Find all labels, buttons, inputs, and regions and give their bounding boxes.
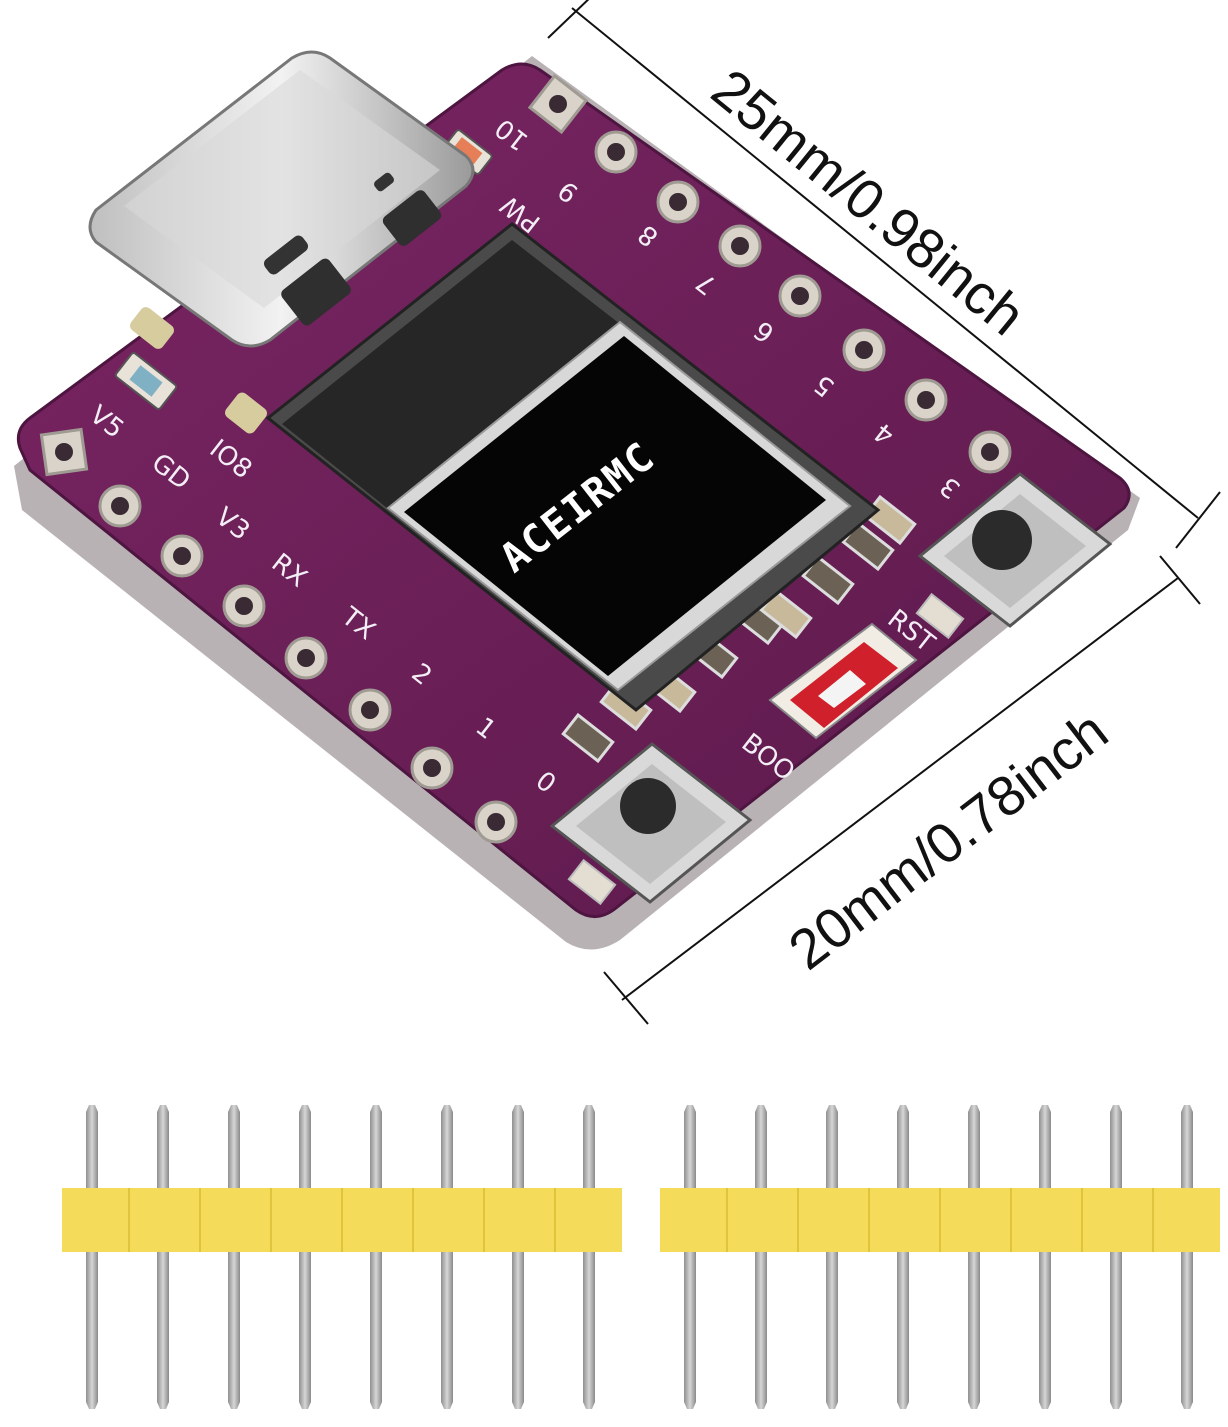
usb-c-connector-icon — [88, 50, 475, 348]
header-pin — [755, 1105, 767, 1409]
header-pin — [968, 1105, 980, 1409]
boot-button-icon — [549, 742, 753, 904]
header-pin — [441, 1105, 453, 1409]
header-pin — [370, 1105, 382, 1409]
right-pin-pads — [527, 73, 1012, 474]
pin-header-icon — [62, 1105, 1220, 1409]
pin-header-strip — [62, 1105, 622, 1409]
header-pin — [86, 1105, 98, 1409]
dev-board: V5 GD V3 RX TX 2 1 0 IO8 10 9 8 7 6 5 4 … — [14, 50, 1140, 950]
oled-display-icon: ACEIRMC — [265, 222, 881, 712]
header-pin — [228, 1105, 240, 1409]
header-pin — [684, 1105, 696, 1409]
header-pin — [826, 1105, 838, 1409]
pin-header-strip — [660, 1105, 1220, 1409]
reset-button-icon — [917, 472, 1113, 628]
header-pin — [157, 1105, 169, 1409]
slide-switch — [768, 622, 918, 740]
header-pin — [1039, 1105, 1051, 1409]
header-pin — [897, 1105, 909, 1409]
header-pin — [512, 1105, 524, 1409]
header-pin — [583, 1105, 595, 1409]
header-pin — [299, 1105, 311, 1409]
header-pin — [1181, 1105, 1193, 1409]
header-pin — [1110, 1105, 1122, 1409]
left-pin-pads — [39, 427, 518, 844]
